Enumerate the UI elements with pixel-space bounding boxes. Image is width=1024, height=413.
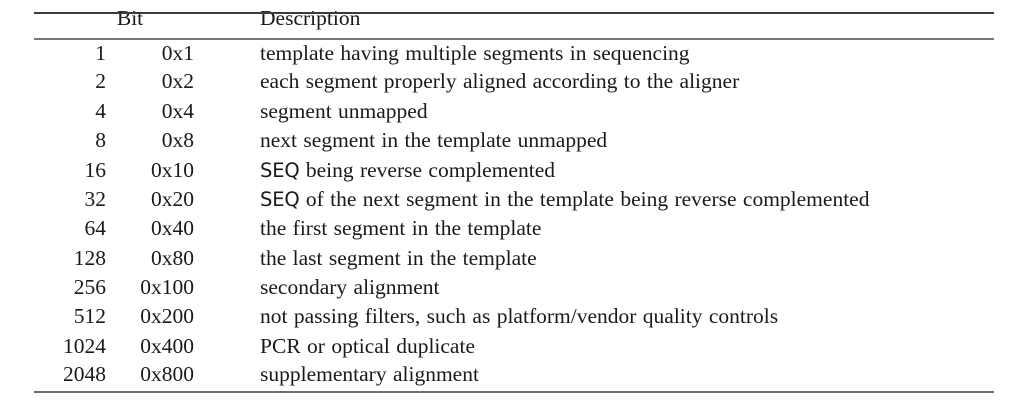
cell-bit-decimal: 512 [73, 304, 106, 329]
cell-description: segment unmapped [260, 98, 428, 123]
table-row: 4 0x4 segment unmapped [34, 97, 994, 126]
cell-bit-decimal: 4 [95, 98, 106, 123]
column-header-bit: Bit [116, 6, 144, 31]
sam-field-name: SEQ [260, 187, 300, 211]
table-top-rule [34, 12, 994, 14]
cell-description: not passing filters, such as platform/ve… [260, 304, 779, 329]
cell-bit-decimal: 1024 [63, 333, 106, 358]
table-header-rule [34, 38, 994, 40]
cell-bit-decimal: 32 [84, 186, 107, 211]
table-row: 2048 0x800 supplementary alignment [34, 361, 994, 390]
cell-description: the last segment in the template [260, 245, 537, 270]
table-bottom-rule [34, 391, 994, 393]
cell-bit-hex: 0x200 [140, 304, 195, 329]
cell-bit-hex: 0x10 [151, 157, 195, 182]
cell-bit-hex: 0x4 [161, 98, 195, 123]
cell-bit-decimal: 8 [95, 128, 106, 153]
cell-bit-hex: 0x80 [151, 245, 195, 270]
flag-bits-table-container: Bit Description 1 0x1 template having mult… [34, 0, 994, 413]
flag-bits-table: Bit Description 1 0x1 template having mult… [34, 0, 994, 391]
sam-field-name: SEQ [260, 158, 300, 182]
column-header-description: Description [260, 6, 361, 31]
table-header-row: Bit Description [34, 0, 994, 38]
table-body: 1 0x1 template having multiple segments in… [34, 38, 994, 391]
cell-description: the first segment in the template [260, 216, 542, 241]
cell-bit-decimal: 256 [73, 275, 106, 300]
description-text: being reverse complemented [305, 157, 555, 182]
table-row: 64 0x40 the first segment in the template [34, 214, 994, 243]
cell-description: each segment properly aligned according … [260, 69, 740, 94]
table-row: 32 0x20 SEQ of the next segment in the tem… [34, 185, 994, 214]
cell-description: SEQ of the next segment in the template … [226, 185, 994, 214]
table-row: 256 0x100 secondary alignment [34, 273, 994, 302]
table-row: 8 0x8 next segment in the template unmappe… [34, 126, 994, 155]
cell-bit-hex: 0x8 [161, 128, 195, 153]
cell-bit-decimal: 64 [84, 216, 107, 241]
cell-bit-hex: 0x100 [140, 275, 195, 300]
table-row: 1024 0x400 PCR or optical duplicate [34, 332, 994, 361]
cell-description: PCR or optical duplicate [260, 333, 475, 358]
table-row: 128 0x80 the last segment in the template [34, 244, 994, 273]
cell-bit-hex: 0x20 [151, 186, 195, 211]
cell-description: next segment in the template unmapped [260, 128, 608, 153]
cell-bit-decimal: 16 [84, 157, 107, 182]
description-text: of the next segment in the template bein… [305, 186, 870, 211]
table-row: 1 0x1 template having multiple segments in… [34, 38, 994, 67]
table-row: 16 0x10 SEQ being reverse complemented [34, 156, 994, 185]
cell-bit-hex: 0x800 [140, 362, 195, 387]
cell-description: secondary alignment [260, 275, 440, 300]
cell-bit-hex: 0x40 [151, 216, 195, 241]
cell-bit-hex: 0x400 [140, 333, 195, 358]
table-row: 512 0x200 not passing filters, such as pla… [34, 303, 994, 332]
cell-bit-decimal: 1 [95, 41, 106, 66]
cell-description: supplementary alignment [260, 362, 479, 387]
cell-bit-hex: 0x1 [161, 41, 195, 66]
table-header: Bit Description [34, 0, 994, 38]
cell-description: SEQ being reverse complemented [226, 156, 994, 185]
table-row: 2 0x2 each segment properly aligned accord… [34, 67, 994, 96]
cell-bit-decimal: 128 [73, 245, 106, 270]
cell-bit-decimal: 2 [95, 69, 106, 94]
cell-bit-hex: 0x2 [161, 69, 195, 94]
cell-description: template having multiple segments in seq… [260, 41, 690, 66]
cell-bit-decimal: 2048 [63, 362, 106, 387]
